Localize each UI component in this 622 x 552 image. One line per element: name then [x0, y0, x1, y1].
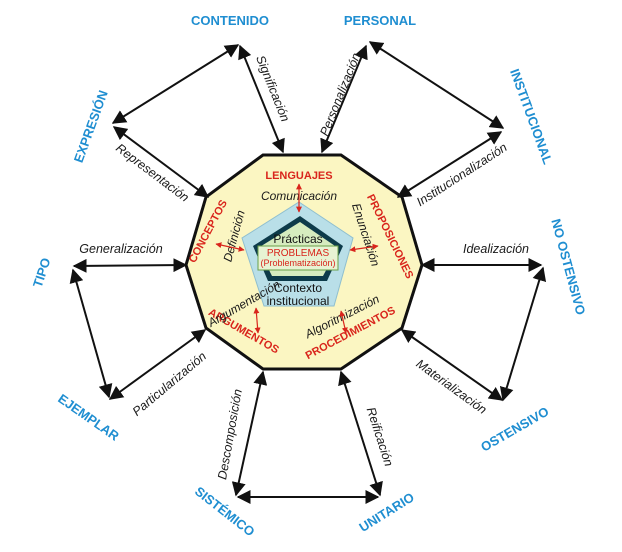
arrow-contenido-decagon — [238, 44, 285, 154]
personalizacion-label: Personalización — [317, 51, 363, 138]
arrow-noostensivo-ostensivo — [499, 266, 547, 402]
arrow-contenido-expresion — [111, 44, 240, 124]
institucional-label: INSTITUCIONAL — [507, 67, 555, 167]
arrow-unitario-decagon — [338, 370, 383, 497]
arrow-ostensivo-decagon — [400, 329, 504, 401]
sistemico-label: SISTÉMICO — [192, 484, 258, 540]
arrow-tipo-decagon — [72, 258, 188, 273]
contexto-label-2: institucional — [267, 294, 330, 308]
problematizacion-label: (Problematización) — [260, 258, 335, 268]
arrow-sistemico-decagon — [231, 370, 268, 497]
contenido-label: CONTENIDO — [191, 13, 269, 28]
institucionalizacion-label: Institucionalización — [414, 140, 510, 209]
arrow-tipo-ejemplar — [69, 268, 113, 399]
arrow-institucional-decagon — [396, 131, 503, 198]
arrow-expresion-decagon — [112, 126, 210, 198]
expresion-label: EXPRESIÓN — [71, 88, 111, 164]
particularizacion-label: Particularización — [130, 349, 209, 419]
ostensivo-label: OSTENSIVO — [478, 404, 551, 455]
practicas-label: Prácticas — [273, 232, 322, 246]
ejemplar-label: EJEMPLAR — [55, 391, 122, 444]
red-arrow-right — [349, 243, 379, 253]
descomposicion-label: Descomposición — [215, 388, 245, 481]
problems-box — [257, 245, 339, 271]
lenguajes-label: LENGUAJES — [265, 170, 332, 182]
problemas-label: PROBLEMAS — [267, 248, 330, 259]
red-arrow-left — [215, 242, 245, 252]
contexto-label-1: Contexto — [274, 281, 322, 295]
red-arrow-bottom-right — [339, 310, 348, 334]
representacion-label: Representación — [113, 141, 191, 205]
arrow-personal-decagon — [320, 44, 368, 154]
significacion-label: Significación — [253, 53, 292, 123]
idealizacion-label: Idealización — [463, 242, 529, 256]
generalizacion-label: Generalización — [79, 242, 162, 256]
red-arrow-bottom-left — [253, 307, 261, 334]
arrow-personal-institucional — [368, 41, 505, 129]
tipo-label: TIPO — [30, 256, 54, 289]
no-ostensivo-label: NO OSTENSIVO — [548, 217, 588, 316]
arrow-ejemplar-decagon — [108, 329, 207, 400]
personal-label: PERSONAL — [344, 13, 416, 28]
